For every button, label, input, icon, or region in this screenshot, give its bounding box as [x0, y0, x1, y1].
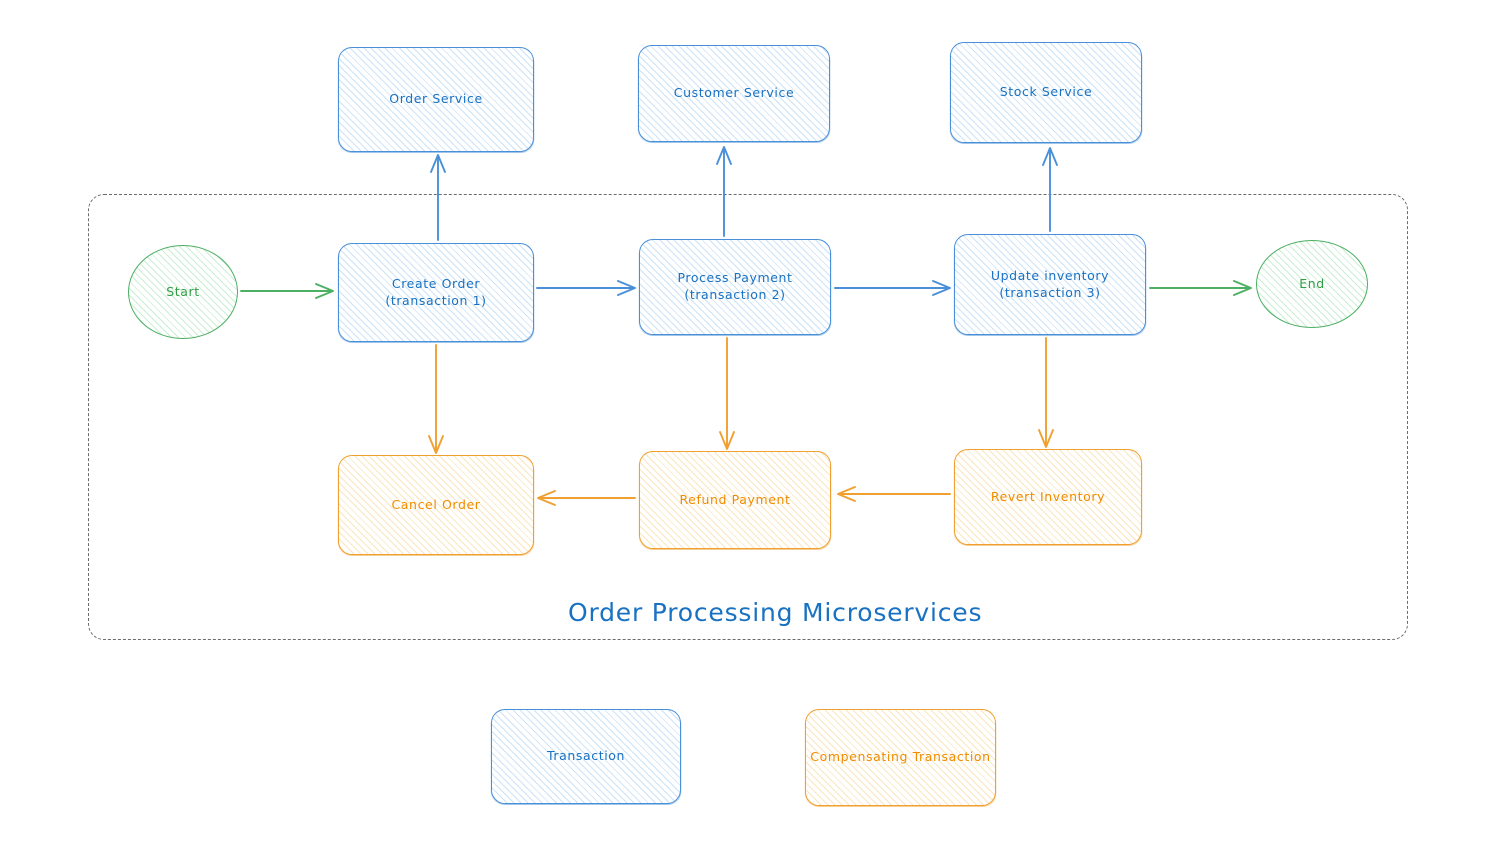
legend-transaction-swatch[interactable]: Transaction	[491, 709, 681, 804]
node-create-order-label: Create Order (transaction 1)	[385, 275, 487, 308]
node-process-payment-label: Process Payment (transaction 2)	[677, 270, 793, 302]
node-order-service-label: Order Service	[389, 91, 483, 107]
node-end[interactable]: End	[1256, 240, 1368, 328]
order-processing-group-frame	[88, 194, 1408, 640]
node-customer-service-label: Customer Service	[673, 85, 795, 101]
node-refund-payment[interactable]: Refund Payment	[639, 451, 831, 549]
node-revert-inventory-label: Revert Inventory	[990, 488, 1106, 504]
node-revert-inventory[interactable]: Revert Inventory	[954, 449, 1142, 545]
legend-compensating-label: Compensating Transaction	[810, 749, 991, 765]
node-refund-payment-label: Refund Payment	[679, 491, 791, 507]
group-frame-title: Order Processing Microservices	[568, 598, 983, 627]
node-process-payment[interactable]: Process Payment (transaction 2)	[639, 239, 831, 335]
node-order-service[interactable]: Order Service	[338, 47, 534, 152]
legend-compensating-swatch[interactable]: Compensating Transaction	[805, 709, 996, 806]
node-update-inventory-label: Update inventory (transaction 3)	[990, 267, 1110, 300]
node-stock-service[interactable]: Stock Service	[950, 42, 1142, 143]
legend-transaction-label: Transaction	[546, 748, 626, 764]
node-cancel-order-label: Cancel Order	[391, 496, 481, 512]
node-start[interactable]: Start	[128, 245, 238, 339]
node-create-order[interactable]: Create Order (transaction 1)	[338, 243, 534, 342]
node-cancel-order[interactable]: Cancel Order	[338, 455, 534, 555]
node-start-label: Start	[166, 283, 200, 299]
node-end-label: End	[1299, 275, 1325, 291]
node-customer-service[interactable]: Customer Service	[638, 45, 830, 142]
node-update-inventory[interactable]: Update inventory (transaction 3)	[954, 234, 1146, 335]
node-stock-service-label: Stock Service	[999, 84, 1093, 100]
